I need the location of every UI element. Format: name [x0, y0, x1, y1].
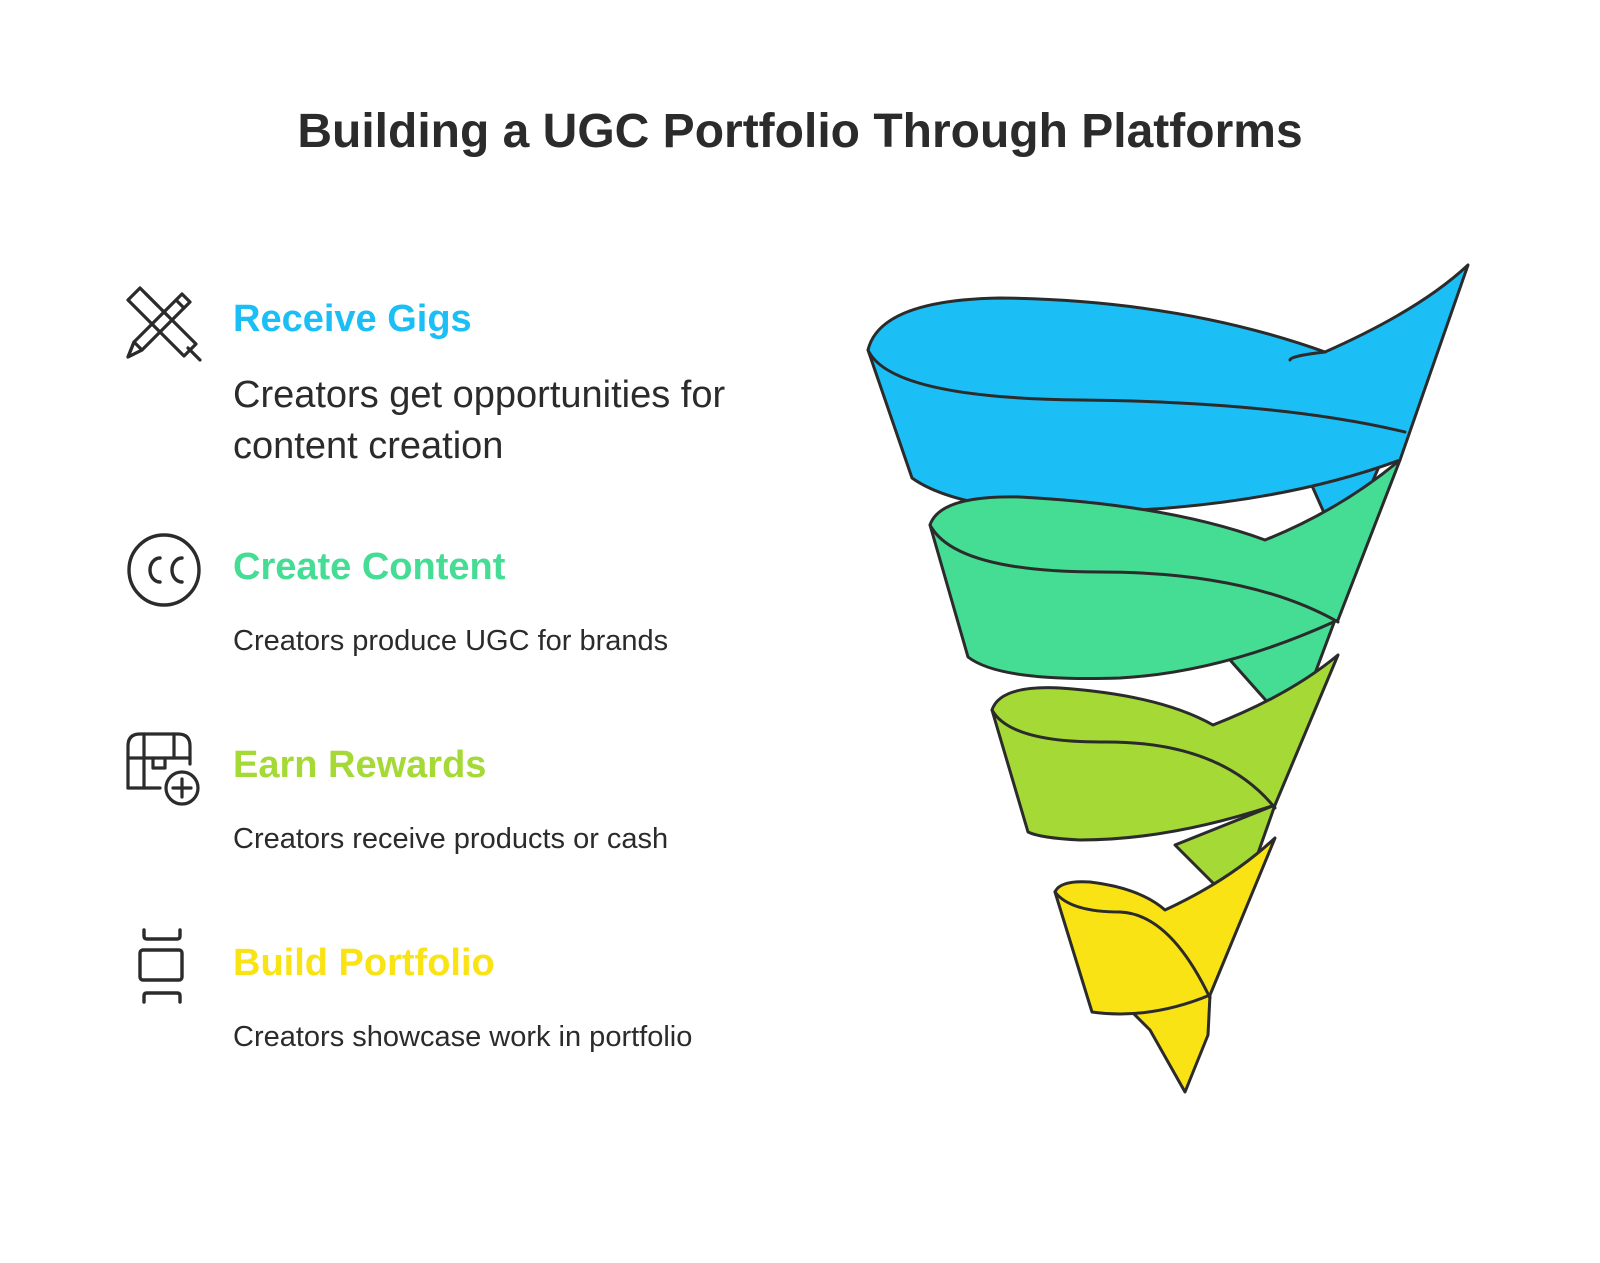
diagram-title: Building a UGC Portfolio Through Platfor…: [297, 105, 1303, 158]
funnel-band-blue: [866, 263, 1470, 514]
closed-captions-icon: [124, 530, 204, 610]
step-heading: Build Portfolio: [233, 942, 495, 984]
funnel-band-yellow: [1053, 836, 1277, 1016]
step-heading: Create Content: [233, 546, 506, 588]
spiral-funnel: [866, 263, 1470, 1094]
funnel-band-green: [928, 458, 1402, 681]
step-heading: Earn Rewards: [233, 744, 487, 786]
step-description: Creators receive products or cash: [233, 823, 669, 855]
step-heading: Receive Gigs: [233, 298, 472, 340]
step-description: Creators showcase work in portfolio: [233, 1021, 693, 1053]
treasure-chest-plus-icon: [124, 728, 204, 808]
step-description: Creators get opportunities for content c…: [233, 374, 726, 468]
step-description: Creators produce UGC for brands: [233, 625, 669, 657]
gallery-vertical-icon: [124, 926, 204, 1006]
pencil-ruler-icon: [124, 284, 204, 364]
